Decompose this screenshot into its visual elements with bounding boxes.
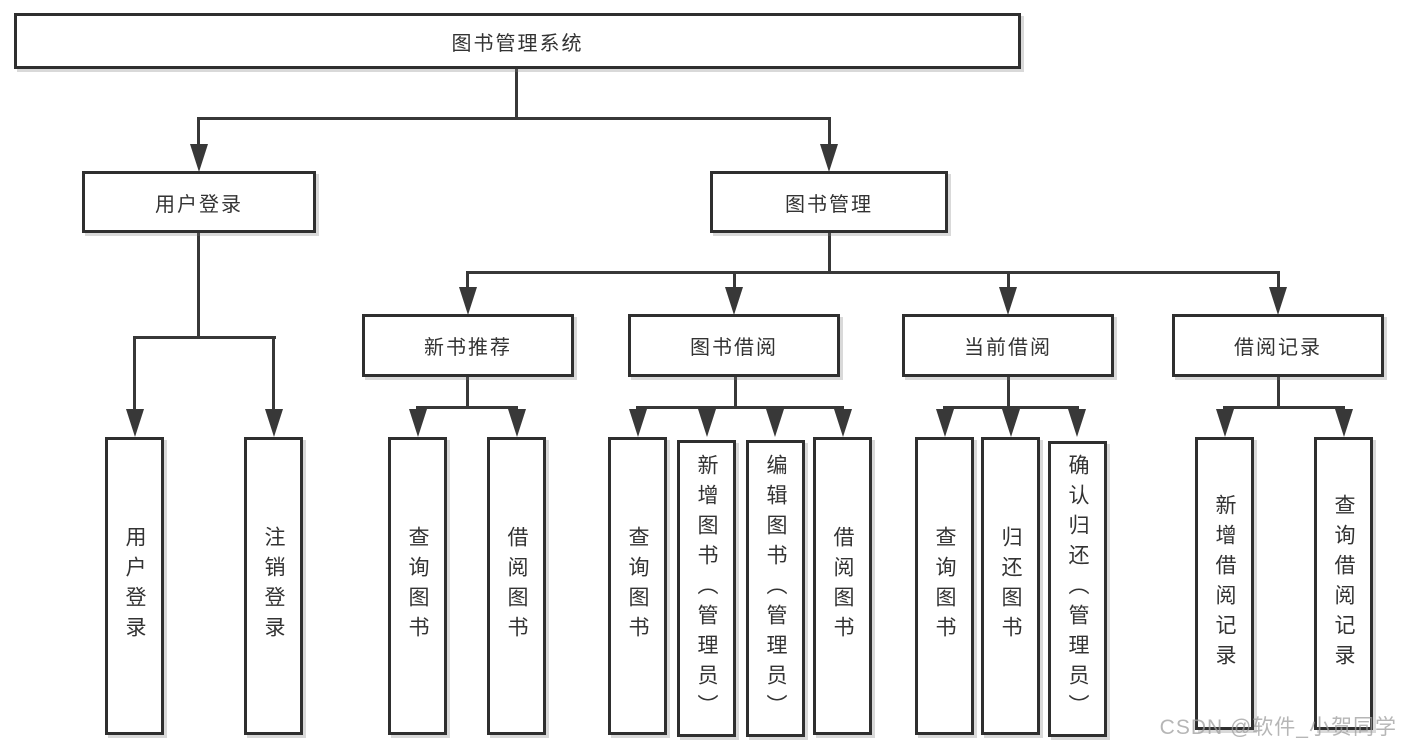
node-book-mgmt-label: 图书管理 bbox=[785, 193, 873, 216]
node-new-book-recommend-label: 新书推荐 bbox=[424, 337, 512, 359]
node-borrow-record: 借阅记录 bbox=[1172, 314, 1384, 377]
connector-to-user-login bbox=[197, 117, 200, 147]
arrow-book-borrow-child-2 bbox=[698, 409, 716, 437]
connector-new-book-stem bbox=[466, 376, 469, 408]
arrow-current-borrow-child-3 bbox=[1068, 409, 1086, 437]
arrow-book-borrow-child-1 bbox=[629, 409, 647, 437]
connector-book-borrow-stem bbox=[734, 376, 737, 408]
leaf-confirm-return-admin-label: 确认归还（管理员） bbox=[1066, 454, 1089, 724]
arrow-to-user-login bbox=[190, 144, 208, 172]
arrow-book-borrow-child-3 bbox=[766, 409, 784, 437]
arrow-borrow-record-child-2 bbox=[1335, 409, 1353, 437]
arrow-book-borrow-child-4 bbox=[834, 409, 852, 437]
leaf-recommend-query-book-label: 查询图书 bbox=[406, 526, 429, 646]
arrow-current-borrow-child-1 bbox=[936, 409, 954, 437]
leaf-recommend-query-book: 查询图书 bbox=[388, 437, 447, 735]
leaf-borrow-book-label: 借阅图书 bbox=[831, 526, 854, 646]
connector-user-login-split bbox=[133, 336, 276, 339]
arrow-current-borrow-child-2 bbox=[1002, 409, 1020, 437]
leaf-query-borrow-record-label: 查询借阅记录 bbox=[1332, 493, 1355, 674]
node-borrow-record-label: 借阅记录 bbox=[1234, 337, 1322, 359]
leaf-add-borrow-record-label: 新增借阅记录 bbox=[1213, 493, 1236, 674]
leaf-query-borrow-record: 查询借阅记录 bbox=[1314, 437, 1373, 730]
arrow-new-book-child-1 bbox=[409, 409, 427, 437]
node-current-borrow: 当前借阅 bbox=[902, 314, 1114, 377]
leaf-borrow-query-book-label: 查询图书 bbox=[626, 526, 649, 646]
leaf-return-book: 归还图书 bbox=[981, 437, 1040, 735]
connector-to-current-borrow bbox=[1007, 271, 1010, 289]
arrow-to-book-borrow bbox=[725, 287, 743, 315]
arrow-to-new-book bbox=[459, 287, 477, 315]
connector-to-leaf-login bbox=[133, 336, 136, 411]
leaf-borrow-query-book: 查询图书 bbox=[608, 437, 667, 735]
connector-current-borrow-split bbox=[943, 406, 1079, 409]
connector-borrow-record-stem bbox=[1277, 376, 1280, 408]
connector-user-login-stem bbox=[197, 231, 200, 338]
arrow-new-book-child-2 bbox=[508, 409, 526, 437]
arrow-to-current-borrow bbox=[999, 287, 1017, 315]
connector-to-borrow-record bbox=[1277, 271, 1280, 289]
connector-to-leaf-logout bbox=[272, 336, 275, 411]
node-user-login: 用户登录 bbox=[82, 171, 316, 233]
arrow-borrow-record-child-1 bbox=[1216, 409, 1234, 437]
node-new-book-recommend: 新书推荐 bbox=[362, 314, 574, 377]
leaf-add-book-admin-label: 新增图书（管理员） bbox=[695, 453, 718, 724]
leaf-borrow-book: 借阅图书 bbox=[813, 437, 872, 735]
connector-root-stem bbox=[515, 67, 518, 119]
leaf-edit-book-admin: 编辑图书（管理员） bbox=[746, 440, 805, 737]
node-current-borrow-label: 当前借阅 bbox=[964, 337, 1052, 359]
leaf-logout: 注销登录 bbox=[244, 437, 303, 735]
node-book-borrow-label: 图书借阅 bbox=[690, 337, 778, 359]
arrow-to-book-mgmt bbox=[820, 144, 838, 172]
connector-new-book-split bbox=[416, 406, 518, 409]
node-book-borrow: 图书借阅 bbox=[628, 314, 840, 377]
leaf-recommend-borrow-book: 借阅图书 bbox=[487, 437, 546, 735]
connector-book-mgmt-stem bbox=[828, 231, 831, 274]
connector-to-book-borrow bbox=[733, 271, 736, 289]
arrow-to-borrow-record bbox=[1269, 287, 1287, 315]
leaf-user-login-label: 用户登录 bbox=[123, 526, 146, 646]
node-book-mgmt: 图书管理 bbox=[710, 171, 948, 233]
leaf-edit-book-admin-label: 编辑图书（管理员） bbox=[764, 453, 787, 724]
connector-book-mgmt-split bbox=[466, 271, 1280, 274]
leaf-user-login: 用户登录 bbox=[105, 437, 164, 735]
arrow-to-leaf-login bbox=[126, 409, 144, 437]
node-user-login-label: 用户登录 bbox=[155, 193, 243, 216]
connector-current-borrow-stem bbox=[1007, 376, 1010, 408]
node-library-system: 图书管理系统 bbox=[14, 13, 1021, 69]
leaf-add-book-admin: 新增图书（管理员） bbox=[677, 440, 736, 737]
connector-to-book-mgmt bbox=[828, 117, 831, 147]
arrow-to-leaf-logout bbox=[265, 409, 283, 437]
node-library-system-label: 图书管理系统 bbox=[451, 32, 584, 55]
connector-book-borrow-split bbox=[636, 406, 844, 409]
connector-to-new-book bbox=[466, 271, 469, 289]
connector-borrow-record-split bbox=[1223, 406, 1345, 409]
leaf-add-borrow-record: 新增借阅记录 bbox=[1195, 437, 1254, 730]
connector-root-split bbox=[197, 117, 831, 120]
leaf-recommend-borrow-book-label: 借阅图书 bbox=[505, 526, 528, 646]
leaf-return-book-label: 归还图书 bbox=[999, 526, 1022, 646]
csdn-watermark: CSDN @软件_小贺同学 bbox=[1159, 716, 1397, 739]
leaf-logout-label: 注销登录 bbox=[262, 526, 285, 646]
leaf-confirm-return-admin: 确认归还（管理员） bbox=[1048, 441, 1107, 737]
leaf-current-query-book-label: 查询图书 bbox=[933, 526, 956, 646]
leaf-current-query-book: 查询图书 bbox=[915, 437, 974, 735]
